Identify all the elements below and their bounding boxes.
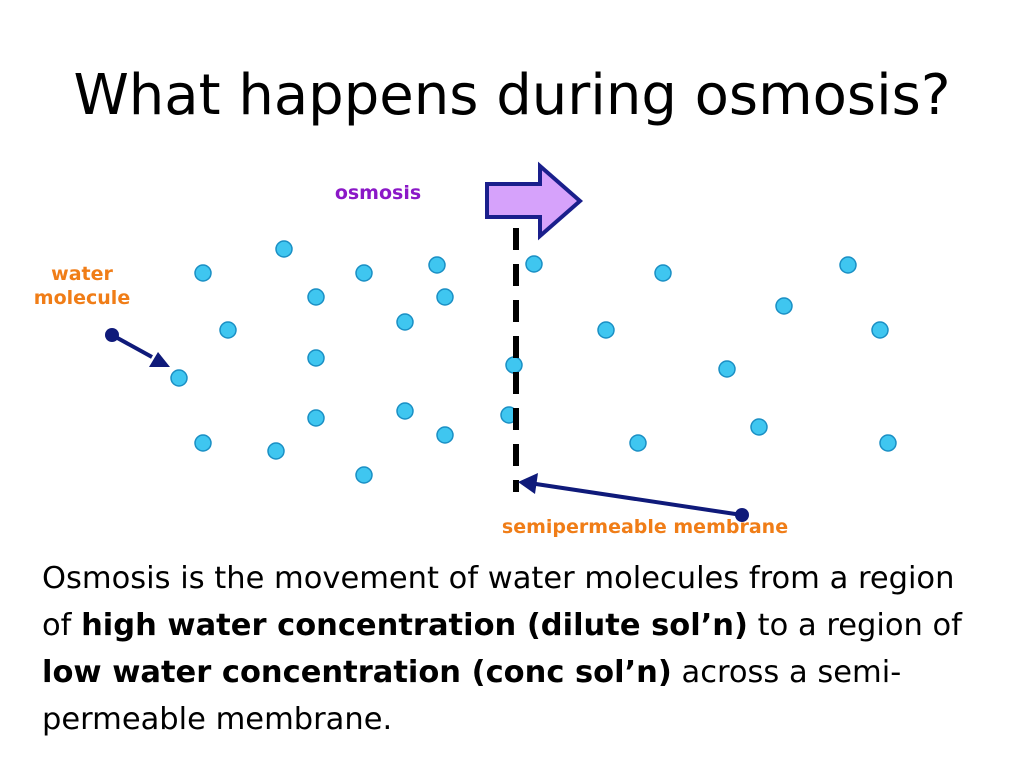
water-molecule-dot xyxy=(629,434,647,452)
water-molecule-pointer xyxy=(105,328,170,367)
water-molecule-dot xyxy=(750,418,768,436)
water-molecule-dot xyxy=(718,360,736,378)
water-molecule-dot xyxy=(307,288,325,306)
water-molecule-dot xyxy=(396,313,414,331)
water-molecule-label-line1: water xyxy=(51,263,113,285)
pointer-origin-dot xyxy=(735,508,749,522)
water-molecule-label: water molecule xyxy=(14,262,150,310)
water-molecule-dot xyxy=(428,256,446,274)
water-molecule-dot xyxy=(436,288,454,306)
water-molecule-dot xyxy=(775,297,793,315)
osmosis-direction-arrow xyxy=(485,161,584,241)
high-concentration-phrase: high water concentration (dilute sol’n) xyxy=(81,608,748,643)
right-molecules xyxy=(525,255,897,452)
water-molecule-dot xyxy=(396,402,414,420)
water-molecule-dot xyxy=(194,434,212,452)
water-molecule-dot xyxy=(355,466,373,484)
left-molecules xyxy=(170,240,523,484)
definition-text: Osmosis is the movement of water molecul… xyxy=(42,561,955,643)
water-molecule-dot xyxy=(219,321,237,339)
water-molecule-dot xyxy=(275,240,293,258)
water-molecule-dot xyxy=(871,321,889,339)
water-molecule-dot xyxy=(170,369,188,387)
water-molecule-dot xyxy=(839,256,857,274)
pointer-origin-dot xyxy=(105,328,119,342)
water-molecule-label-line2: molecule xyxy=(33,287,131,309)
osmosis-definition: Osmosis is the movement of water molecul… xyxy=(42,555,992,743)
water-molecule-dot xyxy=(307,409,325,427)
water-molecule-dot xyxy=(597,321,615,339)
definition-text: to a region of xyxy=(747,608,962,643)
slide-title: What happens during osmosis? xyxy=(73,63,951,128)
water-molecule-dot xyxy=(654,264,672,282)
osmosis-diagram xyxy=(105,161,897,522)
definition-text: across a semi-permeable membrane. xyxy=(42,655,902,737)
water-molecule-dot xyxy=(436,426,454,444)
water-molecule-dot xyxy=(879,434,897,452)
water-molecule-dot xyxy=(355,264,373,282)
water-molecule-dot xyxy=(525,255,543,273)
water-molecule-dot xyxy=(267,442,285,460)
water-molecule-dot xyxy=(194,264,212,282)
low-concentration-phrase: low water concentration (conc sol’n) xyxy=(42,655,672,690)
osmosis-label: osmosis xyxy=(334,182,422,204)
pointer-arrowhead xyxy=(518,473,538,494)
membrane-label: semipermeable membrane xyxy=(501,516,789,538)
water-molecule-dot xyxy=(505,356,523,374)
water-molecule-dot xyxy=(307,349,325,367)
membrane-pointer xyxy=(518,473,749,522)
pointer-arrowhead xyxy=(149,352,170,367)
